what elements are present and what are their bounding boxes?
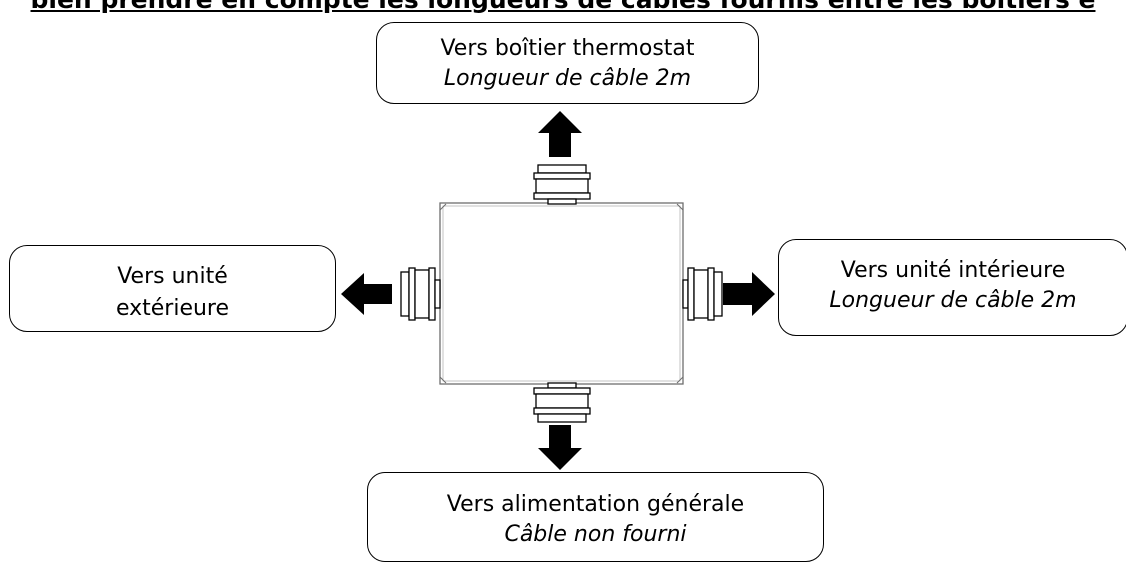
- label-outdoor-unit-line1: Vers unité: [117, 264, 228, 289]
- label-thermostat-box: Vers boîtier thermostat Longueur de câbl…: [376, 22, 759, 104]
- label-power-supply-cable: Câble non fourni: [504, 522, 687, 547]
- cable-gland-bottom: [533, 382, 591, 423]
- cable-gland-top: [533, 164, 591, 205]
- label-power-supply-box: Vers alimentation générale Câble non fou…: [367, 472, 824, 562]
- cable-gland-right: [682, 267, 723, 321]
- label-indoor-unit-box: Vers unité intérieure Longueur de câble …: [778, 239, 1126, 336]
- cable-gland-left: [400, 267, 441, 321]
- label-outdoor-unit-line2: extérieure: [115, 296, 230, 321]
- junction-box: [439, 202, 684, 385]
- arrow-right-icon: [723, 272, 775, 316]
- instruction-header: bien prendre en compte les longueurs de …: [0, 0, 1126, 14]
- arrow-up-icon: [538, 111, 582, 157]
- label-outdoor-unit-box: Vers unité extérieure: [9, 245, 336, 332]
- label-power-supply-title: Vers alimentation générale: [446, 492, 745, 517]
- label-indoor-unit-title: Vers unité intérieure: [840, 258, 1066, 283]
- label-thermostat-cable: Longueur de câble 2m: [443, 66, 692, 91]
- arrow-left-icon: [341, 273, 392, 315]
- arrow-down-icon: [538, 425, 582, 470]
- label-thermostat-title: Vers boîtier thermostat: [440, 36, 695, 61]
- label-indoor-unit-cable: Longueur de câble 2m: [829, 288, 1077, 313]
